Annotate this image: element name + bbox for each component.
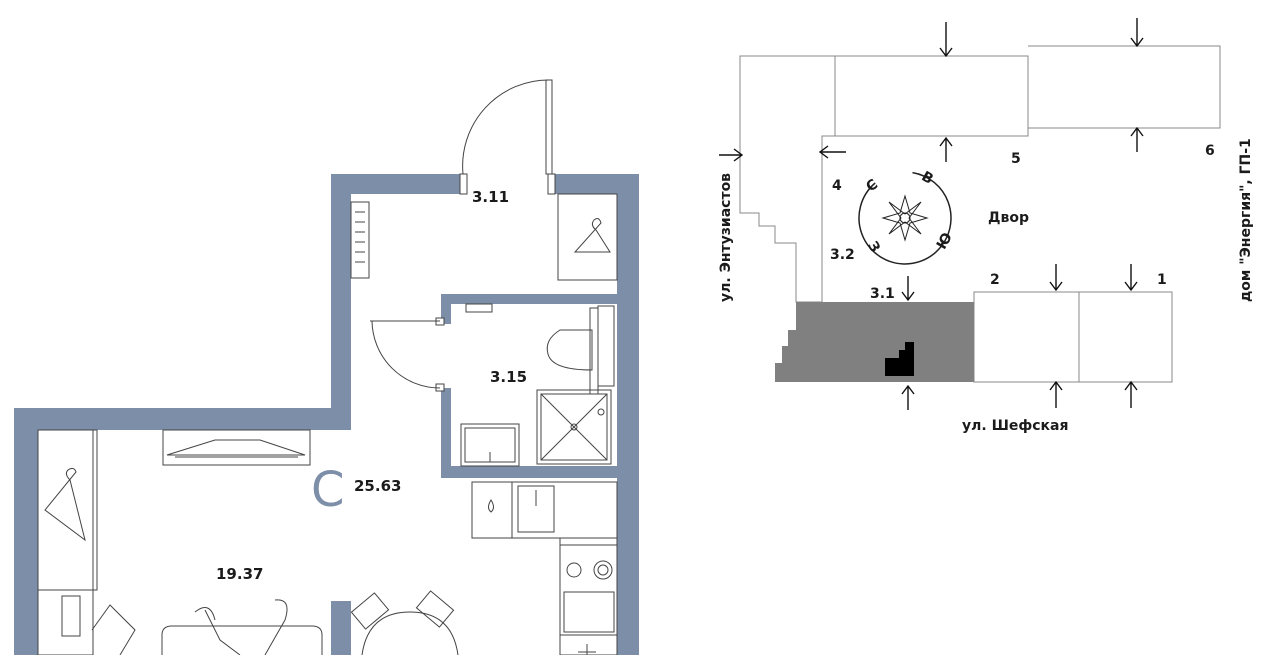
compass-rose-icon bbox=[858, 171, 952, 265]
section-label-5: 5 bbox=[1011, 151, 1021, 167]
bathroom-door bbox=[370, 317, 445, 392]
apartment-location-marker bbox=[885, 342, 914, 376]
sink-bath-icon bbox=[460, 423, 520, 467]
building-section-6-outline bbox=[1028, 45, 1221, 129]
total-area: 25.63 bbox=[354, 477, 401, 495]
radiator-icon bbox=[350, 201, 370, 279]
room-label-corridor: 3.11 bbox=[472, 188, 509, 206]
yard-label: Двор bbox=[988, 210, 1029, 226]
section-label-1: 1 bbox=[1157, 272, 1167, 288]
compass-east: В bbox=[919, 169, 936, 188]
entrance-arrows bbox=[719, 18, 1144, 410]
site-plan bbox=[739, 45, 1221, 383]
wardrobe-living bbox=[37, 429, 98, 655]
section-label-32: 3.2 bbox=[830, 247, 855, 263]
room-label-bathroom: 3.15 bbox=[490, 368, 527, 386]
street-left-label: ул. Энтузиастов bbox=[718, 173, 734, 302]
class-letter: С bbox=[311, 462, 345, 518]
building-section-5-outline bbox=[835, 55, 1029, 137]
room-label-living: 19.37 bbox=[216, 565, 263, 583]
outer-walls bbox=[14, 174, 639, 655]
house-right-label: дом "Энергия", ГП-1 bbox=[1238, 138, 1254, 302]
tv-unit bbox=[162, 429, 311, 466]
toilet-icon bbox=[465, 303, 615, 395]
building-section-2-outline bbox=[973, 291, 1080, 383]
street-bottom-label: ул. Шефская bbox=[962, 418, 1069, 434]
building-section-4-outline bbox=[739, 55, 836, 303]
dining-table-icon bbox=[350, 590, 459, 655]
entrance-door bbox=[459, 79, 556, 195]
compass-west: З bbox=[864, 239, 883, 256]
apartment-plan: 3.11 3.15 19.37 С 25.63 bbox=[14, 79, 639, 655]
building-section-31-highlight bbox=[775, 302, 974, 382]
kitchen-counter bbox=[471, 481, 618, 655]
shower-icon bbox=[536, 389, 612, 465]
section-label-6: 6 bbox=[1205, 143, 1215, 159]
section-label-4: 4 bbox=[832, 178, 842, 194]
section-label-31: 3.1 bbox=[870, 286, 895, 302]
compass-south: Ю bbox=[934, 230, 956, 252]
wardrobe-hall bbox=[557, 193, 618, 281]
sofa-icon bbox=[91, 599, 323, 655]
building-section-1-outline bbox=[1078, 291, 1173, 383]
section-label-2: 2 bbox=[990, 272, 1000, 288]
